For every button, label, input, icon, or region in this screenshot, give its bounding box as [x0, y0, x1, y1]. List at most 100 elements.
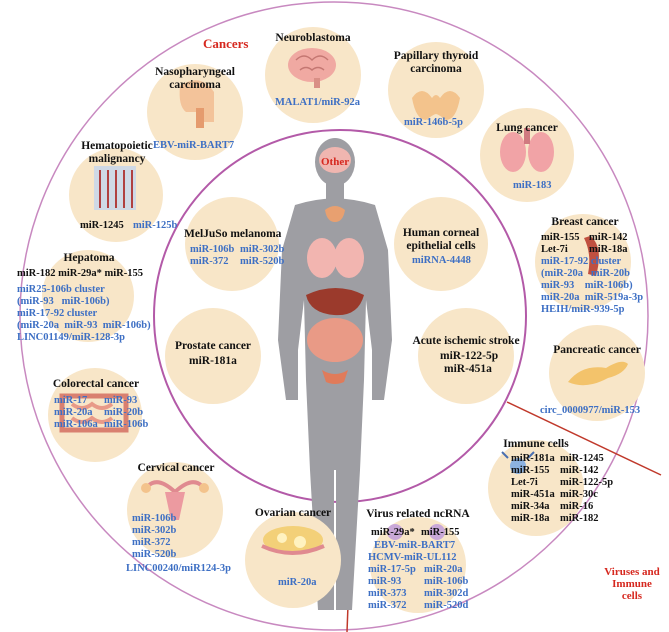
virus-title: Virus related ncRNA	[366, 508, 470, 520]
meljuso-title: MelJuSo melanoma	[184, 228, 282, 240]
virus-mir-4b: miR-106b	[424, 576, 469, 587]
immune-title: Immune cells	[503, 438, 569, 450]
node-virus	[370, 517, 466, 613]
lung-title: Lung cancer	[496, 122, 558, 134]
meljuso-mir-2a: miR-372	[190, 256, 229, 267]
stroke-mir-2: miR-451a	[444, 363, 492, 375]
immune-5a: miR-34a	[511, 501, 550, 512]
hepatoma-black: miR-182 miR-29a* miR-155	[17, 268, 143, 279]
viruses-immune-line-2: Immune	[612, 578, 652, 590]
pancreas-illustration	[568, 361, 628, 386]
colorectal-title: Colorectal cancer	[52, 378, 140, 390]
ovary-illustration	[261, 526, 325, 555]
cancers-label: Cancers	[203, 36, 249, 51]
node-corneal	[394, 197, 488, 291]
hepatoma-mir-2: (miR-93 miR-106b)	[17, 296, 110, 307]
virus-mir-6b: miR-520d	[424, 600, 469, 611]
cervical-mir-5: LINC00240/miR124-3p	[126, 563, 232, 574]
meljuso-mir-1a: miR-106b	[190, 244, 235, 255]
colorectal-mir-1b: miR-93	[104, 395, 138, 406]
hepatoma-title: Hepatoma	[63, 252, 115, 264]
hemato-mir-black: miR-1245	[80, 220, 124, 231]
viruses-immune-label: Viruses and Immune cells	[600, 566, 664, 602]
node-colorectal	[48, 368, 142, 462]
hepatoma-mir-1: miR25-106b cluster	[17, 284, 105, 295]
stroke-title: Acute ischemic stroke	[412, 335, 520, 347]
corneal-title-line-1: Human corneal	[402, 227, 480, 239]
breast-black-1b: miR-142	[589, 232, 628, 243]
other-label: Other	[321, 156, 350, 168]
nasopharyngeal-title-line-2: carcinoma	[169, 79, 221, 91]
virus-black-2: miR-155	[421, 527, 460, 538]
intestine-illustration	[59, 393, 129, 433]
ovarian-mir: miR-20a	[278, 577, 317, 588]
immune-3a: Let-7i	[511, 477, 538, 488]
breast-black-2b: miR-18a	[589, 244, 628, 255]
immune-4b: miR-30c	[560, 489, 598, 500]
virus-mir-5b: miR-302d	[424, 588, 469, 599]
hemato-mir-blue: miR-125b	[133, 220, 178, 231]
virus-illustration	[387, 524, 445, 540]
immune-5b: miR-16	[560, 501, 594, 512]
hemato-title: Hematopoietic malignancy	[70, 140, 164, 166]
corneal-mir: miRNA-4448	[412, 255, 471, 266]
papillary-mir: miR-146b-5p	[404, 117, 463, 128]
nasopharyngeal-mir: EBV-miR-BART7	[153, 140, 235, 151]
colorectal-mir-1a: miR-17	[54, 395, 88, 406]
breast-title: Breast cancer	[551, 216, 619, 228]
meljuso-mir-2b: miR-520b	[240, 256, 285, 267]
thyroid-illustration	[412, 91, 460, 120]
breast-mir-2: (miR-20a miR-20b	[541, 268, 630, 279]
node-lung	[480, 108, 574, 202]
cervical-mir-1: miR-106b	[132, 513, 177, 524]
uterus-illustration	[141, 480, 209, 520]
nasopharyngeal-title: Nasopharyngeal carcinoma	[147, 66, 243, 92]
bone-marrow-illustration	[94, 166, 136, 210]
node-hepatoma	[42, 250, 134, 342]
hepatoma-mir-3: miR-17-92 cluster	[17, 308, 98, 319]
virus-mir-3a: miR-17-5p	[368, 564, 416, 575]
hepatoma-mir-5: LINC01149/miR-128-3p	[17, 332, 125, 343]
lung-illustration	[500, 128, 554, 172]
lung-mir: miR-183	[513, 180, 552, 191]
node-breast	[535, 214, 631, 310]
immune-6b: miR-182	[560, 513, 599, 524]
immune-1b: miR-1245	[560, 453, 604, 464]
cervical-mir-4: miR-520b	[132, 549, 177, 560]
pancreatic-title: Pancreatic cancer	[553, 344, 641, 356]
immune-6a: miR-18a	[511, 513, 550, 524]
corneal-title: Human corneal epithelial cells	[393, 227, 489, 253]
hepatoma-mir-4: (miR-20a miR-93 miR-106b)	[17, 320, 151, 331]
breast-mir-4: miR-20a miR-519a-3p	[541, 292, 644, 303]
immune-3b: miR-122-5p	[560, 477, 614, 488]
breast-black-1a: miR-155	[541, 232, 580, 243]
node-stroke	[418, 308, 514, 404]
colorectal-mir-2b: miR-20b	[104, 407, 144, 418]
cervical-mir-2: miR-302b	[132, 525, 177, 536]
immune-2b: miR-142	[560, 465, 599, 476]
prostate-title: Prostate cancer	[174, 340, 252, 352]
prostate-mir: miR-181a	[189, 355, 237, 367]
neuroblastoma-title: Neuroblastoma	[275, 32, 351, 44]
colorectal-mir-3a: miR-106a	[54, 419, 98, 430]
immune-4a: miR-451a	[511, 489, 555, 500]
hemato-title-line-1: Hematopoietic	[81, 140, 153, 152]
breast-black-2a: Let-7i	[541, 244, 568, 255]
hemato-title-line-2: malignancy	[88, 153, 146, 165]
body-organs	[306, 147, 364, 384]
brain-illustration	[288, 48, 336, 88]
corneal-title-line-2: epithelial cells	[406, 240, 476, 252]
papillary-title-line-1: Papillary thyroid	[393, 50, 479, 62]
colorectal-mir-2a: miR-20a	[54, 407, 93, 418]
outer-ring	[19, 1, 649, 631]
pancreatic-mir: circ_0000977/miR-153	[540, 405, 641, 416]
immune-cell-illustration	[501, 451, 535, 474]
node-meljuso	[185, 197, 279, 291]
virus-mir-6a: miR-372	[368, 600, 407, 611]
ovarian-title: Ovarian cancer	[254, 507, 332, 519]
viruses-immune-line-3: cells	[621, 590, 643, 602]
breast-tissue-illustration	[584, 236, 599, 276]
immune-2a: miR-155	[511, 465, 550, 476]
divider-line-right	[506, 401, 662, 476]
